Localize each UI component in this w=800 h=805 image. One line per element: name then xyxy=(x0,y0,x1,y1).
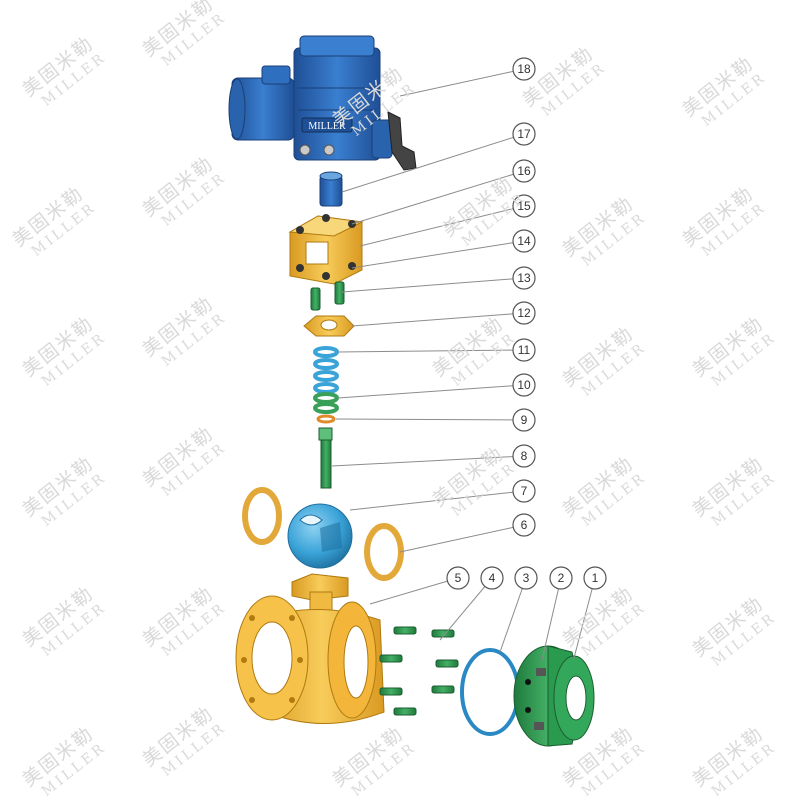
callout-circle-16 xyxy=(512,159,536,183)
callout-circle-15 xyxy=(512,194,536,218)
callout-circle-14 xyxy=(512,229,536,253)
valve-stem xyxy=(318,427,333,489)
callout-circle-3 xyxy=(514,566,538,590)
leader-line-16 xyxy=(351,170,525,225)
callout-circle-4 xyxy=(480,566,504,590)
callout-number-10: 10 xyxy=(517,378,531,392)
callout-circle-11 xyxy=(512,338,536,362)
callout-circle-8 xyxy=(512,444,536,468)
electric-actuator: MILLER xyxy=(228,35,417,171)
mounting-bracket xyxy=(288,214,364,285)
callout-number-13: 13 xyxy=(517,271,531,285)
leader-line-2 xyxy=(541,577,562,661)
leader-line-14 xyxy=(351,240,525,269)
callout-number-1: 1 xyxy=(592,571,599,585)
callout-number-16: 16 xyxy=(517,164,531,178)
callout-number-5: 5 xyxy=(455,571,462,585)
gland-plate xyxy=(303,315,355,337)
leader-line-1 xyxy=(573,577,596,659)
packing-rings xyxy=(313,346,339,424)
callout-circle-6 xyxy=(512,513,536,537)
flange-studs xyxy=(379,626,459,716)
callout-circle-9 xyxy=(512,408,536,432)
leader-line-15 xyxy=(359,205,525,247)
callout-number-6: 6 xyxy=(521,518,528,532)
leader-line-5 xyxy=(369,577,459,605)
callout-number-9: 9 xyxy=(521,413,528,427)
callout-circle-1 xyxy=(583,566,607,590)
callout-circle-2 xyxy=(549,566,573,590)
stem-bolts xyxy=(310,281,345,311)
callout-number-18: 18 xyxy=(517,62,531,76)
callout-circle-17 xyxy=(512,122,536,146)
callout-circle-5 xyxy=(446,566,470,590)
coupling-sleeve xyxy=(319,171,343,207)
leader-line-4 xyxy=(439,577,493,641)
callout-number-15: 15 xyxy=(517,199,531,213)
leader-line-8 xyxy=(331,455,525,467)
callout-circle-10 xyxy=(512,373,536,397)
callout-circle-13 xyxy=(512,266,536,290)
callout-number-8: 8 xyxy=(521,449,528,463)
leader-line-13 xyxy=(341,277,525,293)
valve-body xyxy=(235,573,385,724)
callout-circle-7 xyxy=(512,479,536,503)
leader-line-18 xyxy=(399,68,525,97)
callout-number-2: 2 xyxy=(558,571,565,585)
leader-line-11 xyxy=(337,349,525,353)
leader-line-9 xyxy=(335,418,525,421)
callout-circle-18 xyxy=(512,57,536,81)
leader-line-6 xyxy=(399,524,525,553)
callout-number-11: 11 xyxy=(518,343,531,357)
callout-number-12: 12 xyxy=(517,306,531,320)
leader-line-12 xyxy=(351,312,525,327)
callout-number-3: 3 xyxy=(523,571,530,585)
actuator-brand-plate: MILLER xyxy=(308,121,346,132)
leader-line-7 xyxy=(349,490,525,511)
callout-number-14: 14 xyxy=(517,234,531,248)
valve-ball xyxy=(287,503,353,569)
flange-gasket xyxy=(460,648,520,736)
callout-number-7: 7 xyxy=(521,484,528,498)
leader-line-3 xyxy=(499,577,527,653)
leader-lines xyxy=(331,68,596,661)
leader-line-10 xyxy=(337,384,525,399)
end-flange xyxy=(513,645,595,747)
callout-number-17: 17 xyxy=(517,127,531,141)
leader-line-17 xyxy=(341,133,525,193)
callout-number-4: 4 xyxy=(489,571,496,585)
callout-circle-12 xyxy=(512,301,536,325)
